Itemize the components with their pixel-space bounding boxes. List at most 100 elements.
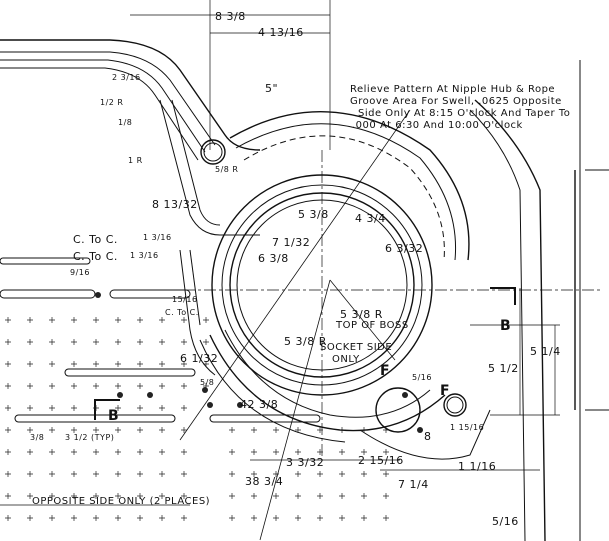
grid-cross: [273, 449, 279, 455]
grid-cross: [137, 493, 143, 499]
grid-cross: [49, 317, 55, 323]
grid-cross: [71, 449, 77, 455]
dim-eighth: 1/8: [118, 118, 132, 127]
dim-6-3-8: 6 3/8: [258, 252, 289, 265]
ctoc-label-1: C. To C.: [73, 233, 118, 246]
grid-cross: [383, 449, 389, 455]
grid-cross: [137, 339, 143, 345]
grid-cross: [181, 515, 187, 521]
dim-5-16-a: 5/16: [412, 373, 432, 382]
grid-cross: [71, 493, 77, 499]
grid-cross: [71, 361, 77, 367]
grid-cross: [115, 339, 121, 345]
section-marker-f-center: F: [380, 363, 390, 379]
dim-42-3-8: 42 3/8: [240, 398, 278, 411]
grid-cross: [159, 427, 165, 433]
radius-2-3-16: 2 3/16: [112, 73, 141, 82]
grid-cross: [115, 515, 121, 521]
grid-cross: [273, 427, 279, 433]
grid-cross: [27, 361, 33, 367]
grid-cross: [27, 493, 33, 499]
dim-5-8: 5/8: [200, 378, 214, 387]
grid-cross: [317, 449, 323, 455]
radius-5-3-8-c: 5 3/8 R: [284, 335, 327, 348]
grid-cross: [49, 383, 55, 389]
grid-cross: [49, 339, 55, 345]
grid-cross: [5, 405, 11, 411]
grid-cross: [159, 471, 165, 477]
dim-5-3-8: 5 3/8: [298, 208, 329, 221]
grid-cross: [71, 471, 77, 477]
section-marker-b-left: B: [108, 408, 119, 424]
grid-cross: [93, 449, 99, 455]
note-line-3: Side Only At 8:15 O'clock And Taper To: [358, 108, 570, 119]
note-line-4: .000 At 6:30 And 10:00 O'clock: [352, 120, 523, 131]
grid-cross: [383, 471, 389, 477]
grid-cross: [93, 405, 99, 411]
grid-cross: [137, 515, 143, 521]
grid-cross: [159, 449, 165, 455]
grid-cross: [137, 471, 143, 477]
grid-cross: [339, 515, 345, 521]
grid-cross: [339, 493, 345, 499]
radius-6-3-32: 6 3/32: [385, 242, 423, 255]
grid-cross: [159, 493, 165, 499]
grid-cross: [93, 471, 99, 477]
grid-cross: [159, 317, 165, 323]
grid-cross: [383, 515, 389, 521]
grid-cross: [27, 339, 33, 345]
dim-8: 8: [424, 430, 432, 443]
grid-cross: [5, 383, 11, 389]
grid-cross: [93, 317, 99, 323]
grid-cross: [203, 339, 209, 345]
section-marker-f-right: F: [440, 383, 450, 399]
dim-9-16: 9/16: [70, 268, 90, 277]
grid-cross: [5, 471, 11, 477]
grid-cross: [317, 515, 323, 521]
grid-cross: [5, 361, 11, 367]
grid-cross: [273, 493, 279, 499]
dim-8-13-32: 8 13/32: [152, 198, 198, 211]
dim-5-1-2: 5 1/2: [488, 362, 519, 375]
radius-5-3-8-b: 5 3/8 R: [340, 308, 383, 321]
grid-cross: [115, 383, 121, 389]
radius-5: 5": [265, 82, 278, 95]
grid-cross: [361, 449, 367, 455]
bolt-hole-dot: [147, 392, 153, 398]
grid-cross: [71, 317, 77, 323]
grid-cross: [27, 449, 33, 455]
grid-cross: [383, 493, 389, 499]
grid-cross: [71, 427, 77, 433]
grid-cross: [159, 515, 165, 521]
grid-cross: [5, 427, 11, 433]
grid-cross: [295, 471, 301, 477]
grid-cross: [49, 493, 55, 499]
grid-cross: [229, 449, 235, 455]
dim-5-1-4: 5 1/4: [530, 345, 561, 358]
grid-cross: [93, 361, 99, 367]
grid-cross: [137, 427, 143, 433]
radius-1: 1 R: [128, 156, 143, 165]
only-label: ONLY: [332, 354, 360, 365]
note-line-1: Relieve Pattern At Nipple Hub & Rope: [350, 84, 555, 95]
grid-cross: [71, 383, 77, 389]
grid-cross: [93, 339, 99, 345]
grid-cross: [181, 317, 187, 323]
grid-cross: [137, 383, 143, 389]
dim-2-15-16: 2 15/16: [358, 454, 404, 467]
grid-cross: [251, 493, 257, 499]
dim-1-1-16: 1 1/16: [458, 460, 496, 473]
grid-cross: [295, 449, 301, 455]
grid-cross: [203, 361, 209, 367]
bolt-hole-dot: [117, 392, 123, 398]
grid-cross: [5, 493, 11, 499]
grid-cross: [251, 449, 257, 455]
bolt-hole-dot: [402, 392, 408, 398]
grid-cross: [49, 405, 55, 411]
grid-cross: [137, 449, 143, 455]
grid-cross: [27, 515, 33, 521]
dim-4-3-4: 4 3/4: [355, 212, 386, 225]
grid-cross: [295, 493, 301, 499]
grid-cross: [137, 405, 143, 411]
grid-cross: [49, 449, 55, 455]
